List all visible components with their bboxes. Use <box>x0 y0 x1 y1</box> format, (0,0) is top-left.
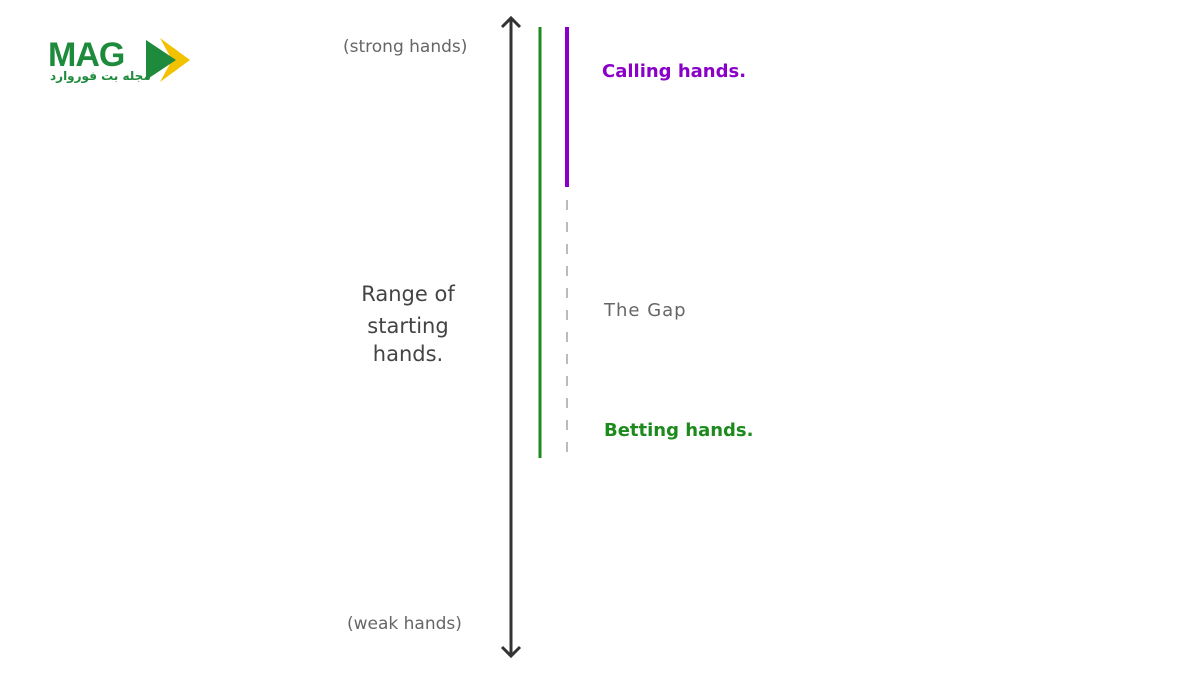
betting-hands-label: Betting hands. <box>604 420 754 441</box>
range-axis-arrow <box>500 15 522 659</box>
logo-arrow-icon <box>146 38 190 82</box>
strong-hands-label: (strong hands) <box>343 37 468 57</box>
logo: MAG مجله بت فوروارد <box>48 36 198 86</box>
gap-label: The Gap <box>604 300 687 321</box>
logo-subtitle: مجله بت فوروارد <box>50 69 151 83</box>
calling-hands-label: Calling hands. <box>602 61 747 82</box>
weak-hands-label: (weak hands) <box>347 614 462 634</box>
range-label: Range of starting hands. <box>361 282 455 366</box>
logo-text: MAG <box>48 36 125 74</box>
